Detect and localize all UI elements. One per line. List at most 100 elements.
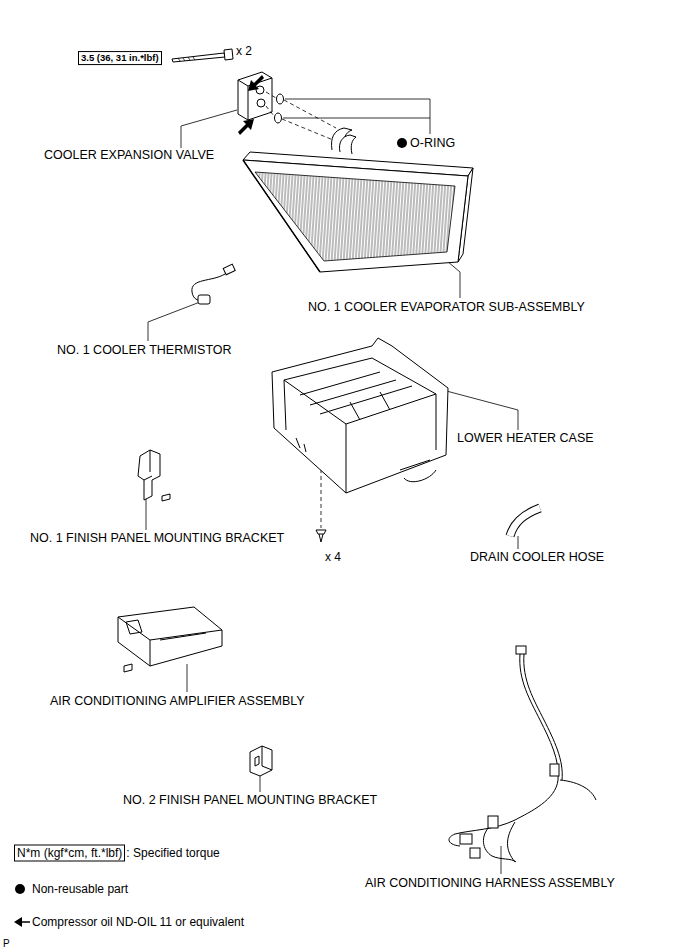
amplifier	[118, 617, 222, 666]
finish-panel-bracket	[255, 746, 272, 770]
amplifier	[118, 607, 222, 666]
non-reusable-dot	[15, 884, 25, 894]
thermistor	[198, 295, 210, 304]
legend-text: Compressor oil ND-OIL 11 or equivalent	[32, 915, 244, 929]
lower-heater-case	[404, 470, 436, 482]
wire-harness	[483, 826, 516, 862]
leader-line	[146, 99, 518, 874]
bolt	[172, 53, 225, 62]
thermistor	[223, 264, 235, 275]
wire-harness	[488, 816, 498, 828]
wire-harness	[508, 822, 516, 862]
non-reusable-dot	[397, 138, 407, 148]
lower-heater-case	[284, 380, 436, 493]
screw	[316, 530, 326, 534]
o-ring	[275, 113, 282, 123]
evaporator	[255, 172, 455, 261]
legend-entry: Non-reusable part	[32, 882, 128, 896]
quantity: x 4	[325, 550, 341, 564]
lower-heater-case	[300, 372, 412, 420]
dashed-guide	[266, 92, 336, 128]
part-name: O-RING	[410, 136, 455, 151]
leader-line	[501, 846, 502, 874]
part-name: NO. 2 FINISH PANEL MOUNTING BRACKET	[123, 793, 377, 808]
wire-harness	[516, 646, 526, 654]
lower-heater-case	[284, 358, 436, 424]
o-ring	[277, 94, 284, 104]
leader-line	[260, 776, 261, 792]
bolt	[172, 49, 233, 62]
box-text: 3.5 (36, 31 in.*lbf)	[81, 52, 159, 64]
wire-harness	[449, 646, 596, 862]
leader-line	[518, 536, 519, 549]
finish-panel-bracket	[138, 450, 170, 501]
finish-panel-bracket	[250, 746, 272, 776]
part-name: LOWER HEATER CASE	[457, 431, 594, 446]
amplifier	[118, 607, 222, 672]
leader-line	[181, 110, 237, 148]
wire-harness	[550, 764, 559, 776]
bolt	[224, 49, 233, 60]
drain-hose	[510, 508, 540, 536]
part-name: DRAIN COOLER HOSE	[470, 550, 604, 565]
lower-heater-case	[296, 438, 430, 470]
dashed-guide	[321, 462, 322, 528]
finish-panel-bracket	[162, 494, 170, 501]
leader-line	[187, 664, 188, 692]
legend-text: : Specified torque	[126, 846, 219, 860]
lower-heater-case	[272, 338, 448, 493]
part-name: NO. 1 FINISH PANEL MOUNTING BRACKET	[30, 531, 284, 546]
drain-hose	[510, 508, 540, 536]
thermistor	[192, 264, 235, 304]
dashed-guide	[266, 106, 338, 142]
part-name: COOLER EXPANSION VALVE	[44, 148, 214, 163]
screw	[319, 534, 323, 542]
expansion-valve	[238, 72, 272, 120]
amplifier	[126, 620, 206, 640]
leader-line	[148, 302, 200, 341]
wire-harness	[470, 848, 480, 858]
expansion-valve	[238, 72, 272, 120]
legend-symbol	[14, 138, 407, 927]
part-name: NO. 1 COOLER EVAPORATOR SUB-ASSEMBLY	[308, 300, 585, 315]
part-name: NO. 1 COOLER THERMISTOR	[57, 343, 232, 358]
finish-panel-bracket	[138, 450, 160, 500]
oil-arrow	[238, 75, 264, 135]
oil-arrow	[248, 75, 264, 91]
part-name: AIR CONDITIONING HARNESS ASSEMBLY	[365, 876, 615, 891]
finish-panel-bracket	[144, 450, 152, 480]
drain-hose	[510, 508, 540, 536]
torque-legend-box: N*m (kgf*cm, ft.*lbf)	[14, 845, 125, 862]
page-mark: P	[3, 938, 10, 950]
evaporator	[243, 160, 320, 272]
wire-harness	[449, 820, 515, 846]
wire-harness	[560, 780, 596, 800]
torque-spec-box: 3.5 (36, 31 in.*lbf)	[78, 51, 162, 65]
evaporator	[339, 135, 356, 154]
expansion-valve	[257, 99, 265, 107]
finish-panel-bracket	[250, 746, 272, 776]
parts-illustration	[14, 49, 596, 927]
evaporator	[243, 160, 468, 272]
lower-heater-case	[272, 338, 448, 493]
legend-entry: : Specified torque	[126, 846, 219, 860]
part-name: AIR CONDITIONING AMPLIFIER ASSEMBLY	[50, 694, 305, 709]
oil-arrow	[22, 921, 30, 923]
evaporator	[243, 128, 473, 272]
oil-arrow	[14, 917, 22, 927]
box-text: N*m (kgf*cm, ft.*lbf)	[17, 846, 122, 861]
quantity: x 2	[236, 44, 252, 58]
wire-harness	[524, 654, 562, 780]
expansion-valve	[256, 86, 264, 94]
leader-line	[146, 497, 147, 530]
screw	[316, 530, 326, 542]
legend-entry: Compressor oil ND-OIL 11 or equivalent	[32, 915, 244, 929]
legend-text: Non-reusable part	[32, 882, 128, 896]
wire-harness	[460, 834, 472, 844]
leader-line	[283, 99, 430, 134]
amplifier	[124, 664, 132, 672]
bolt	[178, 57, 195, 61]
